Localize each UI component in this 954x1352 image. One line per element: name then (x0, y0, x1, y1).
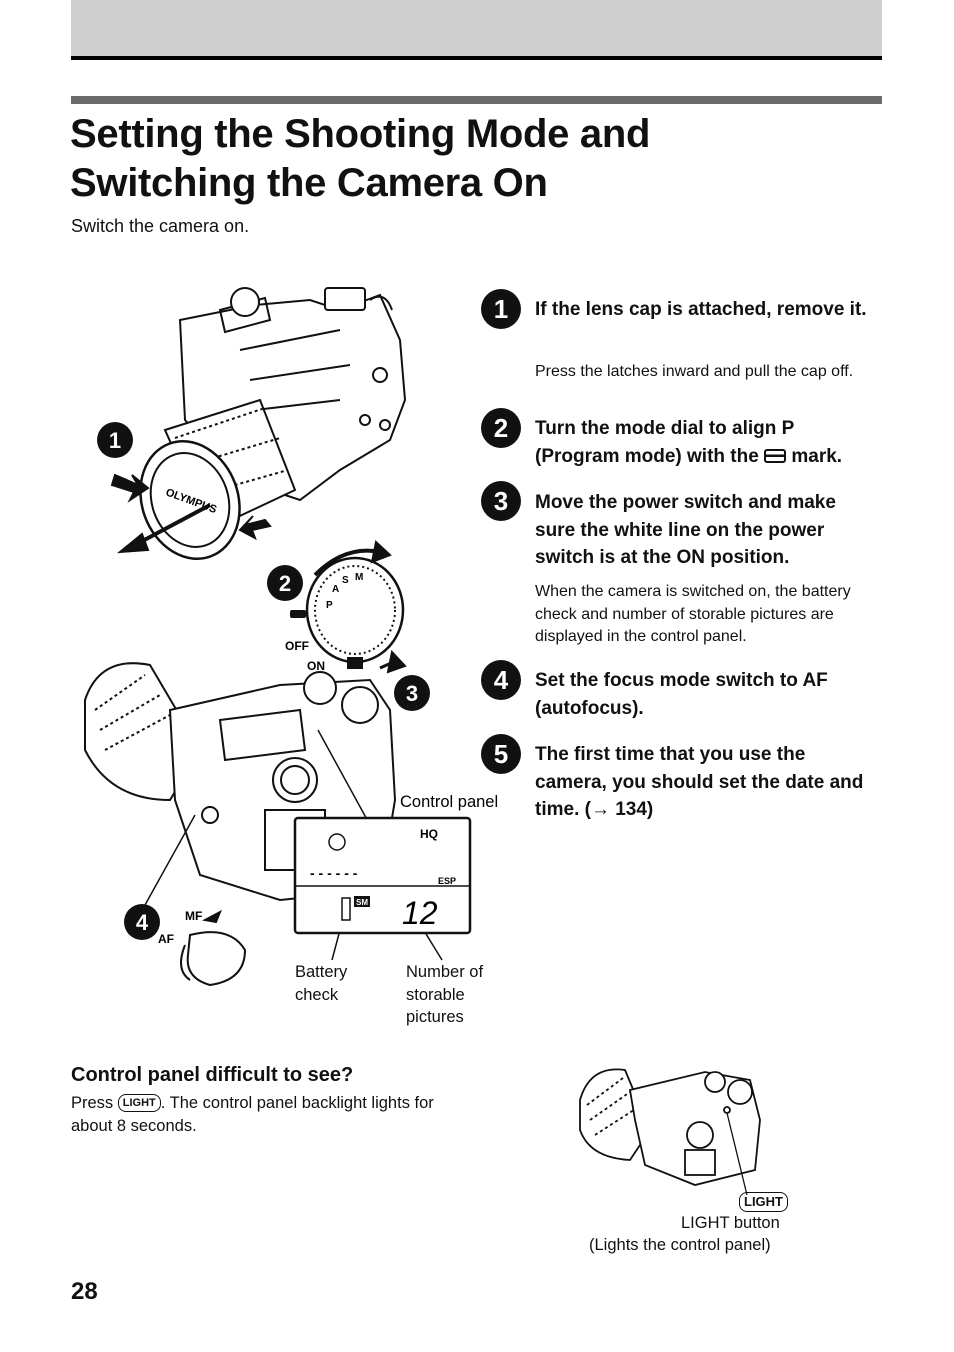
step-1-body: Press the latches inward and pull the ca… (535, 363, 854, 380)
svg-text:1: 1 (109, 428, 121, 453)
mf-label: MF (185, 909, 202, 923)
control-panel-label: Control panel (400, 793, 498, 811)
step-3-title: Move the power switch and make sure the … (535, 492, 836, 568)
af-label: AF (158, 932, 174, 946)
step-5-title: The first time that you use the camera, … (535, 744, 864, 820)
svg-text:3: 3 (406, 681, 418, 706)
tip-text: Press LIGHT. The control panel backlight… (71, 1094, 434, 1135)
panel-hq-text: HQ (420, 827, 438, 841)
illus-badge-3: 3 (394, 675, 430, 711)
small-camera-illustration (579, 1068, 761, 1196)
storable-pictures-label: Number of storable pictures (406, 963, 484, 1026)
svg-text:2: 2 (279, 571, 291, 596)
illus-badge-2: 2 (267, 565, 303, 601)
mode-letter-p: P (781, 418, 794, 439)
panel-esp-text: ESP (438, 876, 456, 886)
svg-text:3: 3 (494, 486, 508, 516)
header-band (71, 0, 882, 60)
dial-letter-p: P (326, 600, 333, 611)
svg-text:1: 1 (494, 294, 508, 324)
step-badge-2: 2 (481, 408, 521, 448)
dial-letter-m: M (355, 572, 363, 583)
dial-letter-a: A (332, 584, 339, 595)
svg-text:5: 5 (494, 739, 508, 769)
camera-illustration: OLYMPUS 1 M S A P 2 OFF ON (84, 287, 498, 987)
panel-dashes: - - - - - - (310, 865, 358, 881)
step-badge-3: 3 (481, 481, 521, 521)
step-badge-4: 4 (481, 660, 521, 700)
page-number: 28 (71, 1278, 98, 1305)
battery-icon (341, 897, 351, 921)
step-badge-1: 1 (481, 289, 521, 329)
step-badge-5: 5 (481, 734, 521, 774)
panel-count: 12 (402, 895, 438, 931)
mode-mark-icon (764, 448, 787, 463)
svg-text:4: 4 (494, 665, 509, 695)
battery-check-label: Battery check (295, 963, 348, 1004)
page-title: Setting the Shooting Mode and Switching … (70, 112, 651, 205)
light-button-key: LIGHT (739, 1192, 788, 1213)
light-key-icon: LIGHT (117, 1094, 161, 1112)
step-1-title: If the lens cap is attached, remove it. (535, 299, 867, 320)
light-button-label: LIGHT button (681, 1214, 780, 1232)
step-2-title: Turn the mode dial to align P (Program m… (535, 418, 843, 467)
illus-badge-4: 4 (124, 904, 160, 940)
panel-sm-text: SM (356, 898, 368, 907)
intro-text: Switch the camera on. (71, 216, 250, 236)
arrow-icon: → (590, 799, 610, 820)
control-panel-lcd: HQ - - - - - - ESP SM 12 (293, 816, 472, 935)
dial-letter-s: S (342, 575, 349, 586)
svg-text:4: 4 (136, 910, 149, 935)
mode-mark-icon (290, 610, 306, 618)
illus-badge-1: 1 (97, 422, 133, 458)
off-label: OFF (285, 639, 309, 653)
step-3-body: When the camera is switched on, the batt… (535, 583, 851, 645)
light-button-caption: (Lights the control panel) (589, 1236, 771, 1254)
svg-text:2: 2 (494, 413, 508, 443)
title-rule (71, 96, 882, 104)
on-label: ON (307, 659, 325, 673)
tip-title: Control panel difficult to see? (71, 1064, 354, 1086)
step-4-title: Set the focus mode switch to AF (autofoc… (535, 670, 828, 719)
